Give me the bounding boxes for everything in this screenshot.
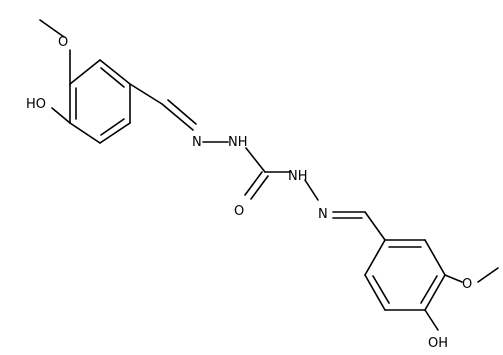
bond-ring-bot-3 — [424, 274, 446, 311]
bond-methoxy-o-bottom-ring — [444, 274, 463, 283]
bond-ring-bot-inner-2 — [420, 275, 438, 304]
bond-nh-n-bottom — [304, 179, 319, 201]
top-benzene-ring — [69, 59, 131, 144]
bond-hydroxyl-top — [51, 107, 71, 124]
label-imine-n-top: N — [192, 135, 202, 150]
bond-nh-c-top — [245, 147, 266, 173]
bond-imine-top-2 — [167, 99, 197, 125]
bond-ring-top-inner-1 — [100, 67, 125, 88]
label-nh-bottom: NH — [288, 169, 308, 184]
bond-ring-top-1 — [99, 59, 131, 85]
bond-ring-top-6 — [69, 59, 101, 85]
bond-imine-top-1 — [161, 103, 194, 131]
bond-ring-top-ch — [129, 83, 163, 105]
bond-ring-bot-2 — [424, 239, 446, 276]
bond-carbonyl-2 — [250, 175, 269, 200]
label-methoxy-o-top: O — [58, 35, 68, 50]
bond-ring-top-3 — [99, 122, 131, 144]
bond-methoxy-ch3-bottom — [477, 267, 499, 283]
bond-ring-bot-inner-3 — [372, 275, 390, 304]
bond-methoxy-ch3-top — [39, 19, 65, 38]
bottom-benzene-ring — [364, 239, 446, 311]
bond-ring-top-4 — [69, 122, 101, 144]
label-imine-n-bottom: N — [318, 207, 328, 222]
bond-hydroxyl-bottom — [424, 309, 439, 331]
bond-ring-top-inner-2 — [100, 118, 125, 136]
bond-ch-ring-bottom — [364, 211, 386, 241]
bond-ring-bot-6 — [364, 239, 386, 276]
label-carbonyl-o: O — [234, 204, 244, 219]
bond-ring-bot-5 — [364, 274, 386, 311]
label-nh-top: NH — [228, 135, 248, 150]
label-methoxy-o-bottom: O — [462, 277, 472, 292]
label-hydroxyl-bottom: OH — [428, 336, 448, 351]
label-hydroxyl-top: HO — [26, 97, 46, 112]
bond-carbonyl-1 — [244, 171, 263, 196]
